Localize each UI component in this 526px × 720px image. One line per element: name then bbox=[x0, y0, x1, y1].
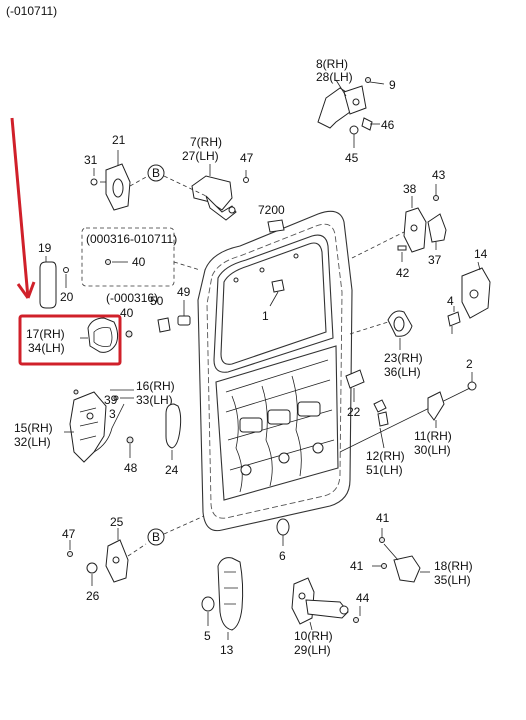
leader-box bbox=[173, 261, 201, 271]
callout-37: 37 bbox=[428, 253, 442, 267]
callout-26: 26 bbox=[86, 589, 100, 603]
lock-rod-assembly bbox=[339, 372, 477, 453]
callout-8: 8(RH) bbox=[316, 57, 348, 71]
upper-hinge-assembly bbox=[317, 77, 385, 148]
grommet-5 bbox=[201, 596, 215, 612]
highlight-box bbox=[18, 314, 122, 366]
lower-roller-arm bbox=[291, 577, 361, 631]
drain-plug bbox=[276, 518, 290, 536]
callout-17: 17(RH) bbox=[26, 327, 65, 341]
callout-48: 48 bbox=[124, 461, 138, 475]
callout-27: 27(LH) bbox=[182, 149, 219, 163]
callout-11: 11(RH) bbox=[414, 429, 452, 443]
callout-41-lower: 41 bbox=[350, 559, 364, 573]
callout-18: 18(RH) bbox=[434, 559, 473, 573]
range-label-000316-010711: (000316-010711) bbox=[86, 232, 177, 246]
callout-39: 39 bbox=[104, 393, 118, 407]
callout-29: 29(LH) bbox=[294, 643, 331, 657]
callout-5: 5 bbox=[204, 629, 211, 643]
callout-b-upper: B bbox=[152, 166, 160, 180]
clip-40 bbox=[125, 330, 133, 338]
callout-46: 46 bbox=[381, 118, 395, 132]
callout-41-upper: 41 bbox=[376, 511, 390, 525]
outer-handle-cover bbox=[39, 256, 69, 309]
callout-23: 23(RH) bbox=[384, 351, 423, 365]
callout-45: 45 bbox=[345, 151, 359, 165]
door-striker-plate bbox=[447, 261, 491, 334]
callout-15: 15(RH) bbox=[14, 421, 53, 435]
callout-4: 4 bbox=[447, 294, 454, 308]
rear-latch-bracket bbox=[351, 184, 447, 262]
callout-1: 1 bbox=[262, 309, 269, 323]
access-cover bbox=[345, 369, 365, 389]
callout-25: 25 bbox=[110, 515, 124, 529]
cap-50 bbox=[157, 317, 171, 333]
callout-43: 43 bbox=[432, 168, 446, 182]
callout-51: 51(LH) bbox=[366, 463, 403, 477]
callout-19: 19 bbox=[38, 241, 52, 255]
outside-door-handle bbox=[80, 317, 119, 353]
callout-22: 22 bbox=[347, 405, 361, 419]
callout-20: 20 bbox=[60, 290, 74, 304]
callout-34: 34(LH) bbox=[28, 341, 65, 355]
callout-38: 38 bbox=[403, 182, 417, 196]
callout-47-upper: 47 bbox=[240, 151, 254, 165]
callout-33: 33(LH) bbox=[136, 393, 173, 407]
range-label-000316: (-000316) bbox=[106, 291, 158, 305]
seal-13 bbox=[217, 557, 244, 631]
callout-31: 31 bbox=[84, 153, 98, 167]
callout-b-lower: B bbox=[152, 530, 160, 544]
callout-42: 42 bbox=[396, 266, 410, 280]
callout-44: 44 bbox=[356, 591, 370, 605]
callout-10: 10(RH) bbox=[294, 629, 333, 643]
highlight-arrow bbox=[10, 117, 36, 299]
rear-door-latch bbox=[69, 389, 134, 463]
callout-50: 50 bbox=[150, 294, 164, 308]
callout-21: 21 bbox=[112, 133, 126, 147]
callout-13: 13 bbox=[220, 643, 234, 657]
variant-box-000316 bbox=[81, 227, 175, 287]
callout-7200: 7200 bbox=[258, 203, 285, 217]
callout-7: 7(RH) bbox=[190, 135, 222, 149]
callout-47-lower: 47 bbox=[62, 527, 76, 541]
weatherstrip-clip bbox=[267, 219, 285, 233]
callout-49: 49 bbox=[177, 285, 191, 299]
callout-12: 12(RH) bbox=[366, 449, 405, 463]
callout-36: 36(LH) bbox=[384, 365, 421, 379]
leader-1 bbox=[269, 291, 279, 307]
glass-clip bbox=[271, 279, 285, 293]
callout-16: 16(RH) bbox=[136, 379, 175, 393]
callout-14: 14 bbox=[474, 247, 488, 261]
callout-40: 40 bbox=[120, 306, 134, 320]
callout-35: 35(LH) bbox=[434, 573, 471, 587]
sliding-door-panel bbox=[197, 210, 353, 532]
callout-9: 9 bbox=[389, 78, 396, 92]
upper-rail-guide bbox=[90, 150, 165, 211]
date-range-label: (-010711) bbox=[6, 4, 57, 18]
callout-6: 6 bbox=[279, 549, 286, 563]
callout-28: 28(LH) bbox=[316, 70, 353, 84]
bolt-48 bbox=[126, 436, 134, 444]
upper-roller-arm bbox=[191, 164, 249, 221]
callout-2: 2 bbox=[466, 357, 473, 371]
callout-3: 3 bbox=[109, 407, 116, 421]
door-grommet bbox=[165, 403, 182, 449]
lower-hinge-bracket bbox=[372, 528, 430, 583]
callout-32: 32(LH) bbox=[14, 435, 51, 449]
callout-24: 24 bbox=[165, 463, 179, 477]
bumper-49 bbox=[177, 315, 191, 326]
lower-rail-guide bbox=[67, 175, 207, 586]
callout-30: 30(LH) bbox=[414, 443, 451, 457]
inner-handle-bezel bbox=[349, 310, 413, 350]
callout-40-boxed: 40 bbox=[132, 255, 146, 269]
